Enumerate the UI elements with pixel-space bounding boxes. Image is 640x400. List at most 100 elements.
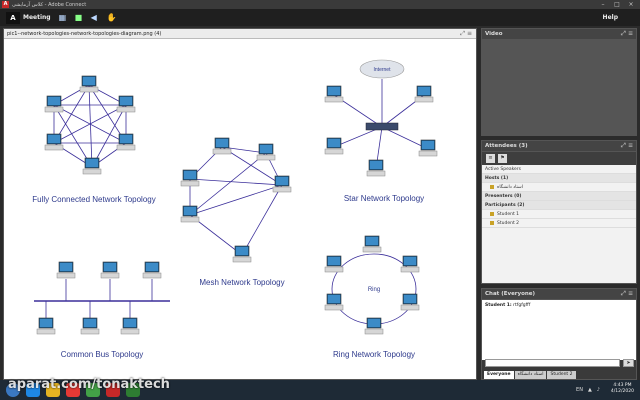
- mesh-label: Mesh Network Topology: [199, 278, 284, 287]
- computer-icon: [116, 95, 136, 113]
- speaker-icon[interactable]: ◀: [90, 12, 97, 22]
- computer-icon: [36, 317, 56, 335]
- computer-icon: [180, 205, 200, 223]
- attendees-toolbar: ≡ ⚑: [482, 152, 636, 165]
- close-button[interactable]: ×: [628, 1, 634, 8]
- computer-icon: [272, 175, 292, 193]
- tab-student-2[interactable]: Student 2: [547, 371, 576, 379]
- computer-icon: [418, 139, 438, 157]
- computer-icon: [80, 317, 100, 335]
- participants-group-header[interactable]: Participants (2): [482, 201, 636, 210]
- help-menu[interactable]: Help: [602, 14, 618, 21]
- computer-icon: [324, 85, 344, 103]
- switch-icon: [365, 122, 399, 131]
- computer-icon: [120, 317, 140, 335]
- adobe-app-icon: A: [2, 1, 9, 8]
- pod-options-icon[interactable]: ⤢ ≡: [460, 30, 472, 37]
- language-indicator[interactable]: EN: [576, 387, 583, 393]
- volume-icon[interactable]: ♪: [596, 387, 600, 393]
- ie-icon[interactable]: [26, 383, 40, 397]
- computer-icon: [324, 137, 344, 155]
- menu-bar: A Meeting ▦ ■ ◀ ✋ Help: [0, 9, 640, 26]
- watermark: aparat.com/tonaktech: [8, 377, 170, 392]
- chrome-icon[interactable]: [86, 383, 100, 397]
- bus-topology: [34, 279, 170, 319]
- raise-hand-icon[interactable]: ✋: [106, 12, 117, 22]
- pod-options-icon[interactable]: ⤢ ≡: [621, 142, 633, 149]
- internet-label: Internet: [374, 67, 392, 73]
- share-pod-title: pic1--network-topologies-network-topolog…: [7, 30, 162, 37]
- fully-connected-topology: [53, 84, 127, 168]
- excel-icon[interactable]: [126, 383, 140, 397]
- video-pod-title: Video: [485, 31, 503, 37]
- chat-pod-title: Chat (Everyone): [485, 291, 536, 297]
- video-area: [482, 40, 636, 135]
- adobe-connect-icon[interactable]: [106, 383, 120, 397]
- send-icon: ➤: [626, 360, 631, 366]
- computer-icon: [44, 95, 64, 113]
- windows-taskbar: EN ▲ ♪ 4:43 PM 4/12/2020: [0, 380, 640, 400]
- computer-icon: [79, 75, 99, 93]
- computer-icon: [400, 255, 420, 273]
- meeting-menu[interactable]: Meeting: [23, 14, 51, 21]
- network-icon[interactable]: ▲: [587, 387, 592, 393]
- computer-icon: [180, 169, 200, 187]
- presenters-group-header[interactable]: Presenters (0): [482, 192, 636, 201]
- fully-connected-label: Fully Connected Network Topology: [32, 195, 155, 204]
- user-icon: [490, 221, 494, 225]
- user-icon: [490, 212, 494, 216]
- start-button-icon[interactable]: [6, 383, 20, 397]
- computer-icon: [364, 317, 384, 335]
- share-pod-header: pic1--network-topologies-network-topolog…: [4, 29, 476, 39]
- tab-everyone[interactable]: Everyone: [484, 371, 514, 379]
- minimize-button[interactable]: –: [601, 1, 605, 8]
- list-item[interactable]: Student 1: [482, 210, 636, 219]
- ring-center-label: Ring: [368, 287, 380, 293]
- computer-icon: [116, 133, 136, 151]
- computer-icon: [44, 133, 64, 151]
- list-item[interactable]: استاد دانشگاه: [482, 183, 636, 192]
- user-icon: [490, 185, 494, 189]
- pod-options-icon[interactable]: ⤢ ≡: [621, 30, 633, 37]
- window-title: کلاس آزمایشی - Adobe Connect: [12, 1, 87, 8]
- computer-icon: [212, 137, 232, 155]
- hosts-group-header[interactable]: Hosts (1): [482, 174, 636, 183]
- computer-icon: [324, 293, 344, 311]
- chat-input[interactable]: [485, 359, 620, 367]
- network-topology-diagram: Fully Connected Network Topology Mesh Ne…: [32, 59, 438, 359]
- system-tray: EN ▲ ♪: [576, 387, 600, 393]
- list-item[interactable]: Student 2: [482, 219, 636, 228]
- layout-icon[interactable]: ▦: [58, 12, 67, 22]
- send-button[interactable]: ➤: [623, 359, 634, 367]
- computer-icon: [324, 255, 344, 273]
- computer-icon: [400, 293, 420, 311]
- pod-options-icon[interactable]: ⤢ ≡: [621, 290, 633, 297]
- maximize-button[interactable]: □: [614, 1, 620, 8]
- active-speakers-row: Active Speakers: [482, 165, 636, 174]
- video-pod: Video ⤢ ≡: [481, 28, 637, 136]
- tab-host[interactable]: استاد دانشگاه: [514, 371, 547, 379]
- computer-icon: [232, 245, 252, 263]
- clock[interactable]: 4:43 PM 4/12/2020: [610, 383, 634, 394]
- computer-icon: [142, 261, 162, 279]
- list-view-icon[interactable]: ≡: [486, 154, 495, 163]
- media-player-icon[interactable]: [66, 383, 80, 397]
- camera-icon[interactable]: ■: [74, 12, 83, 22]
- chat-messages: Student 1: rtfgfgfff: [482, 300, 636, 360]
- chat-tabs: Everyone استاد دانشگاه Student 2: [484, 371, 576, 379]
- attendees-pod-title: Attendees (3): [485, 143, 528, 149]
- computer-icon: [366, 159, 386, 177]
- folder-icon[interactable]: [46, 383, 60, 397]
- status-view-icon[interactable]: ⚑: [498, 154, 507, 163]
- window-titlebar: A کلاس آزمایشی - Adobe Connect – □ ×: [0, 0, 640, 9]
- computer-icon: [256, 143, 276, 161]
- computer-icon: [82, 157, 102, 175]
- bus-label: Common Bus Topology: [61, 350, 144, 359]
- star-label: Star Network Topology: [344, 194, 424, 203]
- share-pod: pic1--network-topologies-network-topolog…: [3, 28, 477, 380]
- adobe-logo-icon: A: [6, 11, 20, 24]
- internet-cloud-icon: [359, 59, 405, 79]
- chat-author: Student 1:: [485, 303, 512, 308]
- computer-icon: [414, 85, 434, 103]
- video-pod-header: Video ⤢ ≡: [482, 29, 636, 40]
